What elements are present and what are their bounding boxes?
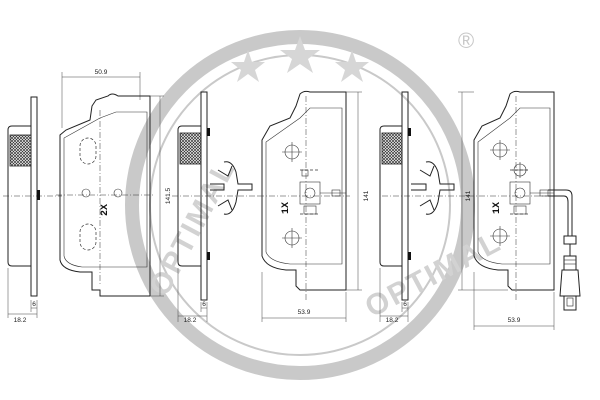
width-dimension-top: 50.9 (95, 69, 108, 76)
pad-2-front-view: 1X 141 53.9 (258, 90, 370, 322)
quantity-label-pad-1: 2X (100, 204, 111, 216)
height-dimension-3: 141 (465, 190, 472, 201)
pad-1-front-view: 50.9 2X 141.5 (56, 69, 172, 297)
wear-sensor-cable (548, 189, 581, 311)
pad-3-front-view: 1X 141 53.9 (458, 90, 581, 330)
thickness-dimension-3: 18.2 (386, 317, 399, 324)
registered-trademark-mark: ® (458, 28, 474, 53)
quantity-label-pad-2: 1X (281, 202, 292, 214)
backplate-dimension-2: 6 (202, 301, 206, 308)
height-dimension-1: 141.5 (165, 187, 172, 204)
thickness-dimension-2: 18.2 (184, 317, 197, 324)
height-dimension-2: 141 (363, 190, 370, 201)
width-dimension-bottom-2: 53.9 (298, 309, 311, 316)
pad-2-side-profile: 18.2 6 (172, 91, 258, 324)
watermark-brand-left: OPTIMAL (143, 154, 242, 301)
quantity-label-pad-3: 1X (492, 202, 503, 214)
backplate-dimension-3: 6 (403, 301, 407, 308)
pad-1-side-profile: 18.2 6 (3, 96, 62, 324)
thickness-dimension-1: 18.2 (14, 317, 27, 324)
pad-3-side-profile: 18.2 6 (379, 91, 470, 324)
width-dimension-bottom-3: 53.9 (508, 317, 521, 324)
backplate-dimension-1: 6 (32, 301, 36, 308)
watermark-stars (231, 36, 369, 82)
